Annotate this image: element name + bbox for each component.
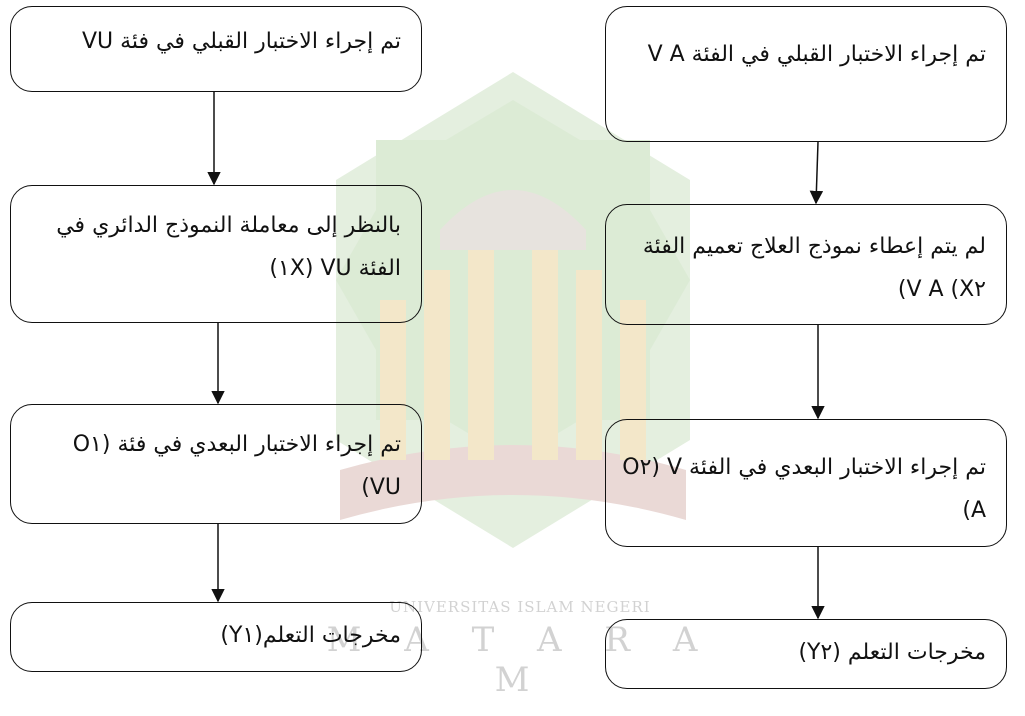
right-posttest-box: تم إجراء الاختبار البعدي في الفئة V (O٢ … [605,419,1007,547]
left-outcome-box: مخرجات التعلم(Y١) [10,602,422,672]
right-pretest-text: تم إجراء الاختبار القبلي في الفئة V A [647,42,986,67]
left-treatment-text: بالنظر إلى معاملة النموذج الدائري في الف… [56,213,401,281]
right-posttest-text: تم إجراء الاختبار البعدي في الفئة V (O٢ … [622,455,986,523]
left-posttest-text: تم إجراء الاختبار البعدي في فئة (O١ VU) [72,432,401,500]
right-pretest-box: تم إجراء الاختبار القبلي في الفئة V A [605,6,1007,142]
left-outcome-text: مخرجات التعلم(Y١) [220,623,401,648]
left-posttest-box: تم إجراء الاختبار البعدي في فئة (O١ VU) [10,404,422,524]
watermark-institution: UNIVERSITAS ISLAM NEGERI [389,598,651,616]
left-pretest-text: تم إجراء الاختبار القبلي في فئة VU [81,29,401,54]
right-outcome-box: مخرجات التعلم (Y٢) [605,619,1007,689]
left-treatment-box: بالنظر إلى معاملة النموذج الدائري في الف… [10,185,422,323]
left-pretest-box: تم إجراء الاختبار القبلي في فئة VU [10,6,422,92]
arrow-right-1 [809,141,824,205]
right-treatment-text: لم يتم إعطاء نموذج العلاج تعميم الفئة X٢… [642,234,986,302]
right-treatment-box: لم يتم إعطاء نموذج العلاج تعميم الفئة X٢… [605,204,1007,325]
right-outcome-text: مخرجات التعلم (Y٢) [798,640,986,665]
watermark-city: M A T A R A M [326,620,714,700]
